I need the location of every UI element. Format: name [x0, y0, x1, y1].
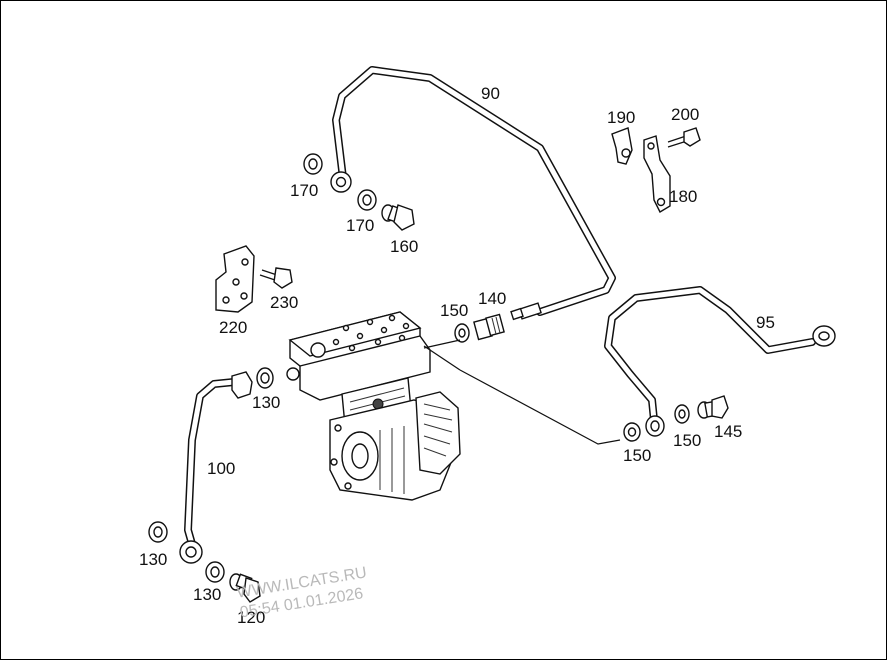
callout-130-bottom: 130	[193, 585, 221, 604]
bracket-180[interactable]	[643, 135, 671, 213]
pipe-95[interactable]	[604, 286, 836, 437]
callout-140: 140	[478, 289, 506, 308]
callout-145: 145	[714, 422, 742, 441]
callout-170-upper: 170	[290, 181, 318, 200]
washer-130-top[interactable]	[256, 367, 274, 389]
leader-line-150-right	[459, 369, 621, 445]
banjo-bolt-120[interactable]	[229, 573, 261, 603]
callout-180: 180	[669, 187, 697, 206]
washer-170-upper[interactable]	[303, 153, 323, 175]
callout-130-left: 130	[139, 550, 167, 569]
fitting-140[interactable]	[473, 313, 505, 341]
watermark: WWW.ILCATS.RU 05:54 01.01.2026	[236, 564, 368, 621]
callout-90: 90	[481, 84, 500, 103]
callout-230: 230	[270, 293, 298, 312]
callout-190: 190	[607, 108, 635, 127]
callout-130-top: 130	[252, 393, 280, 412]
bolt-230[interactable]	[259, 267, 293, 289]
clip-190[interactable]	[611, 127, 633, 165]
air-compressor[interactable]	[286, 311, 461, 501]
bolt-200[interactable]	[667, 127, 701, 148]
pipe-100[interactable]	[179, 371, 253, 564]
callout-170-lower: 170	[346, 216, 374, 235]
washer-130-left[interactable]	[148, 521, 168, 543]
callout-100: 100	[207, 459, 235, 478]
callout-200: 200	[671, 105, 699, 124]
callout-220: 220	[219, 318, 247, 337]
callout-160: 160	[390, 237, 418, 256]
callout-150-right: 150	[623, 446, 651, 465]
banjo-bolt-160[interactable]	[381, 204, 415, 231]
banjo-bolt-145[interactable]	[697, 395, 729, 419]
callout-120: 120	[237, 608, 265, 627]
callout-95: 95	[756, 313, 775, 332]
bracket-220[interactable]	[215, 245, 255, 313]
leader-line-150	[423, 339, 461, 349]
washer-170-lower[interactable]	[357, 189, 377, 211]
washer-150-far-right[interactable]	[674, 404, 690, 424]
pipe-90[interactable]	[330, 66, 616, 321]
washer-150-center[interactable]	[454, 323, 470, 343]
callout-150-far-right: 150	[673, 431, 701, 450]
washer-150-right[interactable]	[623, 422, 641, 442]
callout-150-center: 150	[440, 301, 468, 320]
washer-130-bottom[interactable]	[205, 561, 225, 583]
